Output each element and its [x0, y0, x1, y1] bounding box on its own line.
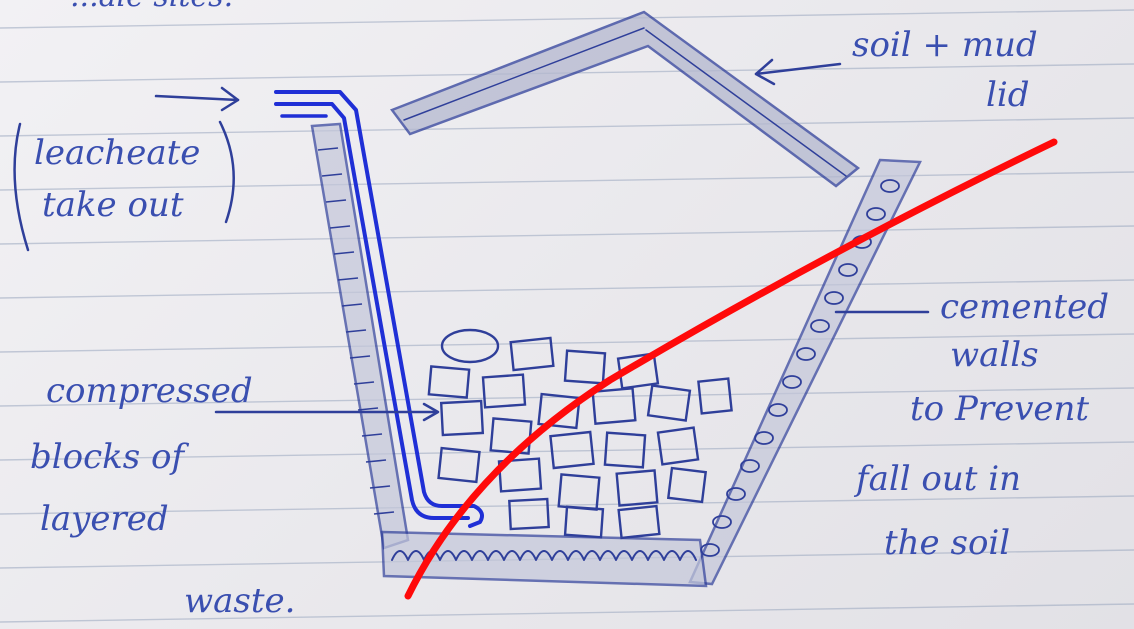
- leachate-label-line1: leacheate: [34, 133, 200, 173]
- walls-label-line4: fall out in: [853, 459, 1021, 499]
- blocks-label-line4: waste.: [184, 581, 295, 621]
- blocks-label-line2: blocks of: [30, 437, 189, 477]
- lid-label-line2: lid: [986, 75, 1030, 115]
- blocks-label-line3: layered: [40, 499, 169, 539]
- top-text-fragment: ...ale sites.: [70, 0, 233, 14]
- walls-label-line5: the soil: [884, 523, 1010, 563]
- walls-label-line3: to Prevent: [910, 389, 1089, 429]
- walls-label-line1: cemented: [940, 287, 1109, 327]
- leachate-right-bracket: [220, 122, 234, 222]
- leachate-left-bracket: [15, 124, 28, 250]
- lid-label-line1: soil + mud: [852, 25, 1038, 65]
- leachate-label-line2: take out: [42, 185, 184, 225]
- lid-arrow: [756, 60, 840, 84]
- leachate-arrow: [156, 88, 238, 110]
- walls-label-line2: walls: [950, 335, 1039, 375]
- blocks-label-line1: compressed: [46, 371, 253, 411]
- pit-left-wall: [312, 124, 408, 548]
- soil-mud-lid: [392, 12, 858, 186]
